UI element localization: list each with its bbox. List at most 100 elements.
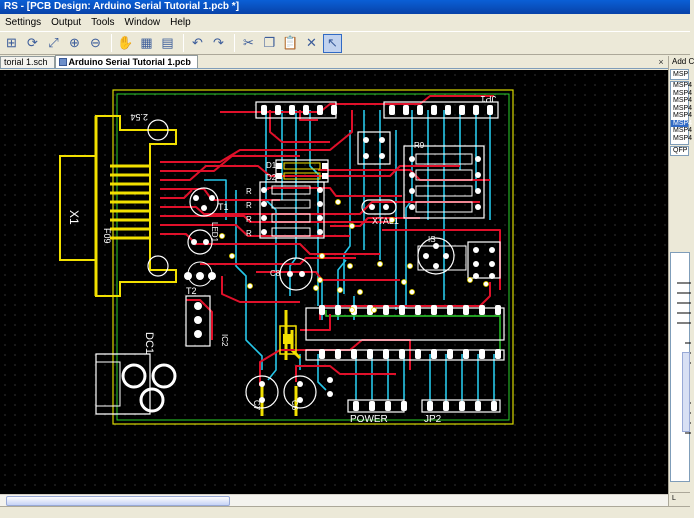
zoom-fit-icon[interactable]: ⤢ bbox=[48, 35, 59, 50]
cap-pad bbox=[297, 397, 303, 403]
diode-pad bbox=[276, 173, 282, 179]
horizontal-scrollbar[interactable] bbox=[0, 494, 668, 506]
dc-jack-pad bbox=[151, 363, 177, 389]
delete-icon[interactable]: ✕ bbox=[306, 35, 317, 50]
diode-pad bbox=[322, 163, 328, 169]
pcb-label-dc1: DC1 bbox=[143, 332, 155, 354]
diodes-outline bbox=[275, 159, 329, 183]
jp1-pad bbox=[459, 105, 465, 115]
bottom-copper-trace bbox=[405, 110, 413, 308]
pcb-label-jp2: JP2 bbox=[424, 414, 442, 425]
via bbox=[389, 217, 395, 223]
library-select[interactable]: MSP bbox=[670, 69, 689, 80]
cut-icon[interactable]: ✂ bbox=[243, 35, 254, 50]
component-list-item[interactable]: MSP4 bbox=[673, 89, 693, 97]
pcb-label-c6: C6 bbox=[290, 400, 299, 411]
bottom-copper-trace bbox=[235, 190, 263, 370]
pcb-label-r: R bbox=[246, 215, 252, 224]
component-list-item[interactable]: MSP4 bbox=[673, 97, 693, 104]
via bbox=[377, 261, 383, 267]
toolbar-separator bbox=[234, 34, 235, 52]
via bbox=[347, 263, 353, 269]
tab-schematic[interactable]: torial 1.sch bbox=[0, 56, 55, 68]
c8-outline bbox=[279, 257, 313, 291]
component-list-item[interactable]: MSP4 bbox=[673, 112, 693, 119]
copy-icon[interactable]: ❐ bbox=[263, 35, 276, 50]
component-list-item[interactable]: MSP4 bbox=[673, 134, 693, 142]
c8-pad bbox=[287, 271, 293, 277]
ic2-outline bbox=[185, 295, 211, 347]
pan-hand-icon[interactable]: ✋ bbox=[117, 35, 134, 50]
menu-output[interactable]: Output bbox=[51, 17, 82, 28]
via bbox=[371, 307, 377, 313]
r9-resistor bbox=[415, 153, 473, 165]
menu-settings[interactable]: Settings bbox=[5, 17, 42, 28]
menu-tools[interactable]: Tools bbox=[91, 17, 115, 28]
top-copper-trace bbox=[267, 187, 402, 197]
resistor bbox=[271, 185, 311, 195]
close-tab-icon[interactable]: × bbox=[658, 57, 664, 67]
resistor-pad bbox=[261, 229, 267, 235]
board-keepout-outline bbox=[116, 93, 510, 421]
pcb-label-ic2: IC2 bbox=[220, 334, 229, 347]
panel-header: Add C bbox=[669, 56, 694, 68]
zoom-out-icon[interactable]: ⊖ bbox=[90, 35, 101, 50]
tab-pcb[interactable]: Arduino Serial Tutorial 1.pcb bbox=[54, 55, 198, 68]
r9-pad bbox=[409, 156, 415, 162]
bottom-copper-trace bbox=[337, 259, 347, 320]
component-list-item[interactable]: MSP4 bbox=[673, 127, 693, 134]
jumper-pad bbox=[489, 247, 495, 253]
jp1-pad bbox=[487, 105, 493, 115]
t2-pad bbox=[184, 272, 192, 280]
refresh-icon[interactable]: ⟳ bbox=[27, 35, 38, 50]
paste-icon[interactable]: 📋 bbox=[282, 35, 299, 50]
menu-help[interactable]: Help bbox=[170, 17, 191, 28]
horizontal-scroll-thumb[interactable] bbox=[6, 496, 230, 506]
package-field[interactable]: QFP bbox=[670, 146, 689, 156]
jp1-pad bbox=[431, 105, 437, 115]
zoom-in-icon[interactable]: ⊕ bbox=[69, 35, 80, 50]
header-left-pad bbox=[331, 105, 337, 115]
bottom-copper-trace bbox=[204, 179, 227, 220]
pcb-label-c7: C7 bbox=[252, 400, 261, 411]
dc-jack-body bbox=[95, 353, 151, 415]
cap-pad bbox=[379, 153, 385, 159]
panel-bottom-tab[interactable]: L bbox=[670, 492, 690, 504]
redo-icon[interactable]: ↷ bbox=[213, 35, 224, 50]
jp1-pad bbox=[389, 105, 395, 115]
resistor-pad bbox=[317, 187, 323, 193]
jumper-pad bbox=[489, 261, 495, 267]
jp2-pad bbox=[443, 401, 449, 411]
t1-pad bbox=[193, 195, 199, 201]
top-copper-trace bbox=[269, 110, 330, 143]
pcb-label-t2: T2 bbox=[186, 286, 197, 296]
board-outline bbox=[112, 89, 514, 425]
panel-vertical-scroll-thumb[interactable] bbox=[682, 352, 690, 432]
connector-x1 bbox=[59, 115, 177, 297]
bottom-copper-trace bbox=[289, 110, 297, 296]
diode-yellow-body bbox=[279, 325, 297, 355]
via bbox=[467, 277, 473, 283]
x1-mount-hole-top bbox=[147, 119, 169, 141]
select-arrow-icon[interactable]: ↖ bbox=[323, 33, 342, 53]
layers-icon[interactable]: ▤ bbox=[161, 35, 174, 50]
pcb-label-power: POWER bbox=[350, 414, 388, 425]
component-list-item[interactable]: MSP4 bbox=[673, 82, 693, 89]
led1-outline bbox=[187, 229, 213, 255]
ic1-pad-bottom bbox=[351, 349, 357, 359]
undo-icon[interactable]: ↶ bbox=[192, 35, 203, 50]
cap-pad bbox=[259, 381, 265, 387]
jumper-pad bbox=[473, 273, 479, 279]
snap-grid-icon[interactable]: ⊞ bbox=[6, 35, 17, 50]
via-pad bbox=[327, 377, 333, 383]
component-list-item[interactable]: MSP4 bbox=[673, 104, 693, 112]
component-list-item[interactable]: MSP4 bbox=[671, 119, 693, 127]
pcb-label-d2: D2 bbox=[266, 173, 277, 182]
ic1-pad-bottom bbox=[335, 349, 341, 359]
r9-resistor bbox=[415, 201, 473, 213]
menu-window[interactable]: Window bbox=[124, 17, 161, 28]
grid-icon[interactable]: ▦ bbox=[140, 35, 153, 50]
